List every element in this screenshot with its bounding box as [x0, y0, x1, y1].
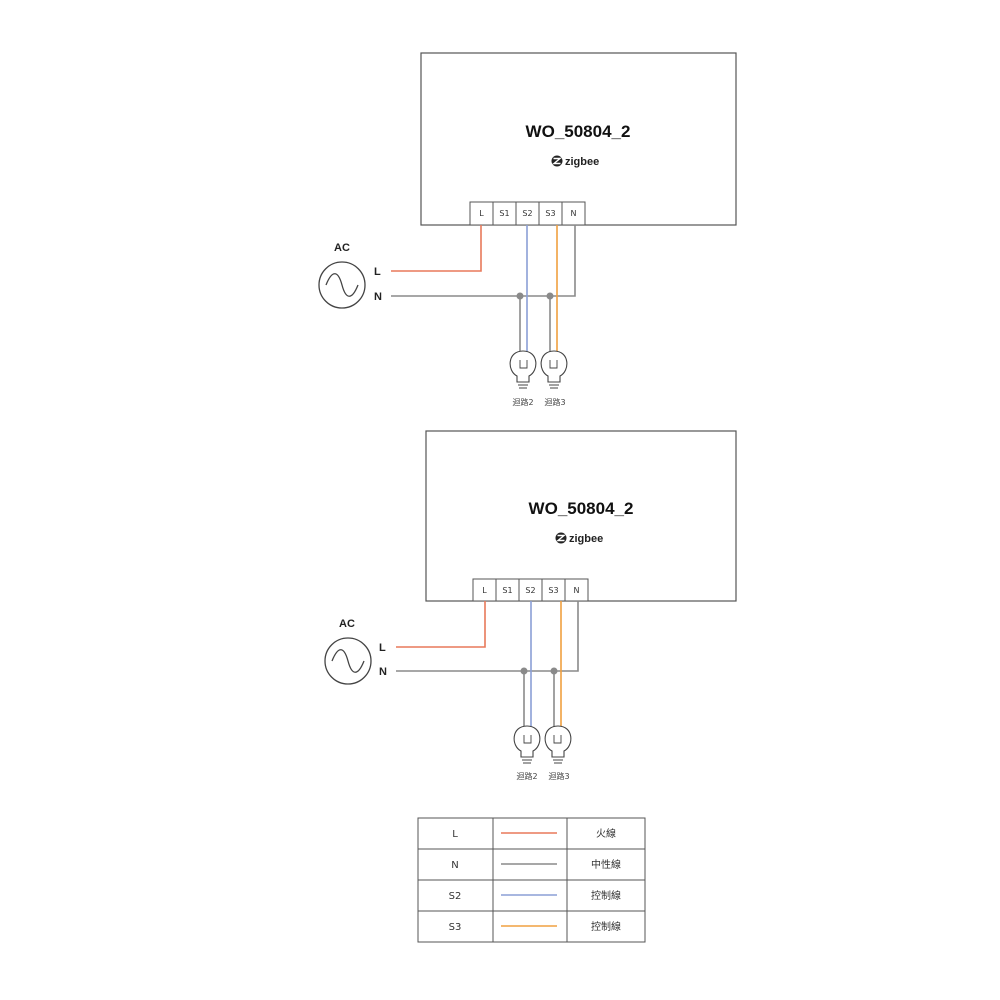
- zigbee-logo: zigbee: [551, 155, 599, 168]
- terminal-label: S3: [545, 209, 555, 218]
- legend-meaning: 火線: [596, 827, 616, 840]
- terminal-N: [561, 201, 586, 226]
- legend-meaning: 控制線: [591, 889, 621, 902]
- circuit-label: 迴路2: [516, 771, 537, 781]
- neutral-label: N: [374, 291, 382, 303]
- terminal-label: N: [571, 209, 577, 218]
- zigbee-logo: zigbee: [555, 532, 603, 545]
- terminal-label: L: [479, 209, 484, 218]
- junction-dot: [516, 292, 524, 300]
- live-wire: [391, 225, 482, 272]
- ac-source-icon: [324, 637, 372, 685]
- zigbee-logo-icon: [555, 532, 567, 544]
- wiring-diagram-2: WO_50804_2 zigbee L S1 S2 S3 N AC L N: [324, 430, 737, 781]
- ac-label: AC: [334, 242, 350, 254]
- legend-row: N 中性線: [451, 858, 621, 871]
- live-wire: [396, 601, 486, 648]
- light-bulb-icon: [544, 725, 572, 764]
- legend-code: L: [452, 829, 458, 840]
- junction-dot: [520, 667, 528, 675]
- terminal-block: L S1 S2 S3 N: [469, 201, 586, 226]
- junction-dot: [546, 292, 554, 300]
- legend-code: N: [451, 860, 458, 871]
- terminal-N: [564, 578, 589, 602]
- wire-legend-table: L 火線 N 中性線 S2 控制線 S3 控制線: [417, 817, 646, 943]
- device-name: WO_50804_2: [526, 122, 631, 141]
- line-label: L: [379, 642, 386, 654]
- line-label: L: [374, 266, 381, 278]
- circuit-label: 迴路3: [548, 771, 569, 781]
- legend-row: S2 控制線: [449, 889, 621, 902]
- legend-row: S3 控制線: [449, 920, 621, 933]
- ac-label: AC: [339, 618, 355, 630]
- terminal-block: L S1 S2 S3 N: [472, 578, 589, 602]
- legend-meaning: 控制線: [591, 920, 621, 933]
- zigbee-logo-icon: [551, 155, 563, 167]
- legend-code: S2: [449, 891, 462, 902]
- legend-meaning: 中性線: [591, 858, 621, 871]
- brand-label: zigbee: [569, 533, 603, 545]
- junction-dot: [550, 667, 558, 675]
- device-name: WO_50804_2: [529, 499, 634, 518]
- neutral-wire: [391, 225, 576, 297]
- device-box: [420, 52, 737, 226]
- light-bulb-icon: [540, 350, 568, 389]
- circuit-label: 迴路2: [512, 397, 533, 407]
- terminal-label: S1: [499, 209, 509, 218]
- device-box: [425, 430, 737, 602]
- terminal-label: S2: [525, 586, 535, 595]
- terminal-label: L: [482, 586, 487, 595]
- terminal-label: S1: [502, 586, 512, 595]
- neutral-wire: [396, 601, 579, 672]
- terminal-label: S3: [548, 586, 558, 595]
- ac-source-icon: [318, 261, 366, 309]
- legend-row: L 火線: [452, 827, 616, 840]
- light-bulb-icon: [513, 725, 541, 764]
- terminal-label: S2: [522, 209, 532, 218]
- circuit-label: 迴路3: [544, 397, 565, 407]
- brand-label: zigbee: [565, 156, 599, 168]
- terminal-label: N: [574, 586, 580, 595]
- legend-code: S3: [449, 922, 462, 933]
- light-bulb-icon: [509, 350, 537, 389]
- wiring-diagram-1: WO_50804_2 zigbee L S1 S2 S3 N AC L: [318, 52, 737, 407]
- neutral-label: N: [379, 666, 387, 678]
